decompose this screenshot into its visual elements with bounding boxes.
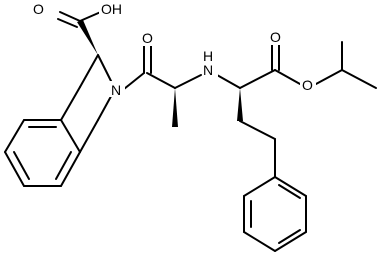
bond (59, 11, 81, 22)
atom-label-o: O (33, 1, 44, 17)
bond (79, 119, 99, 153)
bond (243, 231, 276, 252)
atom-label-o: O (142, 30, 153, 46)
bond (4, 151, 25, 187)
bond (278, 184, 301, 199)
carboxyl-group (57, 10, 104, 55)
atom-label-n: N (111, 82, 121, 98)
bond (174, 74, 202, 89)
atom-label-h: H (203, 48, 213, 64)
bond (274, 176, 307, 197)
bond (243, 176, 276, 197)
atom-label-o: O (302, 77, 313, 93)
bond (146, 72, 176, 89)
bond (13, 151, 30, 180)
bond (239, 120, 276, 140)
ester-arm (216, 41, 377, 178)
bond (123, 72, 145, 90)
phenyl-ring (243, 176, 307, 252)
bond (60, 86, 81, 121)
benzo-ring (4, 119, 81, 187)
bond (79, 54, 99, 88)
piperidine-ring (60, 54, 116, 153)
wedge-bond (77, 20, 98, 55)
atom-label-o: O (270, 29, 281, 45)
bond (341, 69, 377, 89)
amide-group (123, 43, 202, 127)
bond (55, 151, 72, 180)
bond (274, 231, 307, 252)
atom-label-oh: OH (101, 1, 122, 17)
bond (278, 229, 301, 244)
wedge-bond (237, 88, 243, 121)
bond (239, 69, 276, 89)
wedge-bond (172, 88, 178, 127)
bond (4, 119, 25, 153)
bond (274, 69, 301, 85)
bond (60, 151, 81, 187)
bond (60, 119, 81, 153)
bond (57, 18, 78, 28)
bond (216, 74, 241, 89)
bond (315, 69, 343, 85)
atom-labels: O OH N O N H O O (31, 0, 316, 98)
atom-label-n: N (203, 62, 213, 78)
